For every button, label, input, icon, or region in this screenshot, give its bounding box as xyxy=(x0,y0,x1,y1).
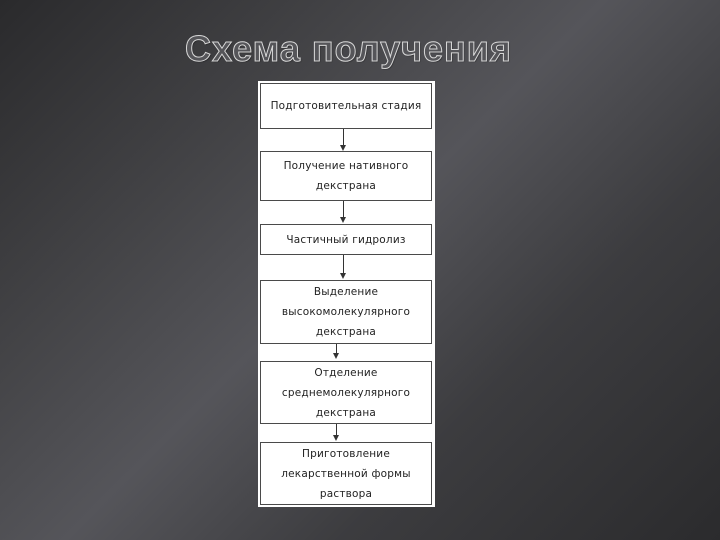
step-high-molecular: Выделение высокомолекулярного декстрана xyxy=(260,280,432,344)
step-native-dextran: Получение нативного декстрана xyxy=(260,151,432,201)
flowchart: Подготовительная стадия Получение нативн… xyxy=(258,81,435,507)
arrow-connector xyxy=(343,129,344,146)
arrow-head-icon xyxy=(333,353,339,359)
step-solution-form: Приготовление лекарственной формы раство… xyxy=(260,442,432,505)
slide-title: Схема получения xyxy=(185,28,512,70)
step-medium-molecular: Отделение среднемолекулярного декстрана xyxy=(260,361,432,424)
arrow-connector xyxy=(336,344,337,355)
arrow-head-icon xyxy=(340,145,346,151)
arrow-connector xyxy=(343,255,344,274)
arrow-head-icon xyxy=(340,273,346,279)
step-partial-hydrolysis: Частичный гидролиз xyxy=(260,224,432,255)
arrow-head-icon xyxy=(333,435,339,441)
arrow-head-icon xyxy=(340,217,346,223)
arrow-connector xyxy=(336,424,337,436)
arrow-connector xyxy=(343,201,344,218)
step-preparation: Подготовительная стадия xyxy=(260,83,432,129)
